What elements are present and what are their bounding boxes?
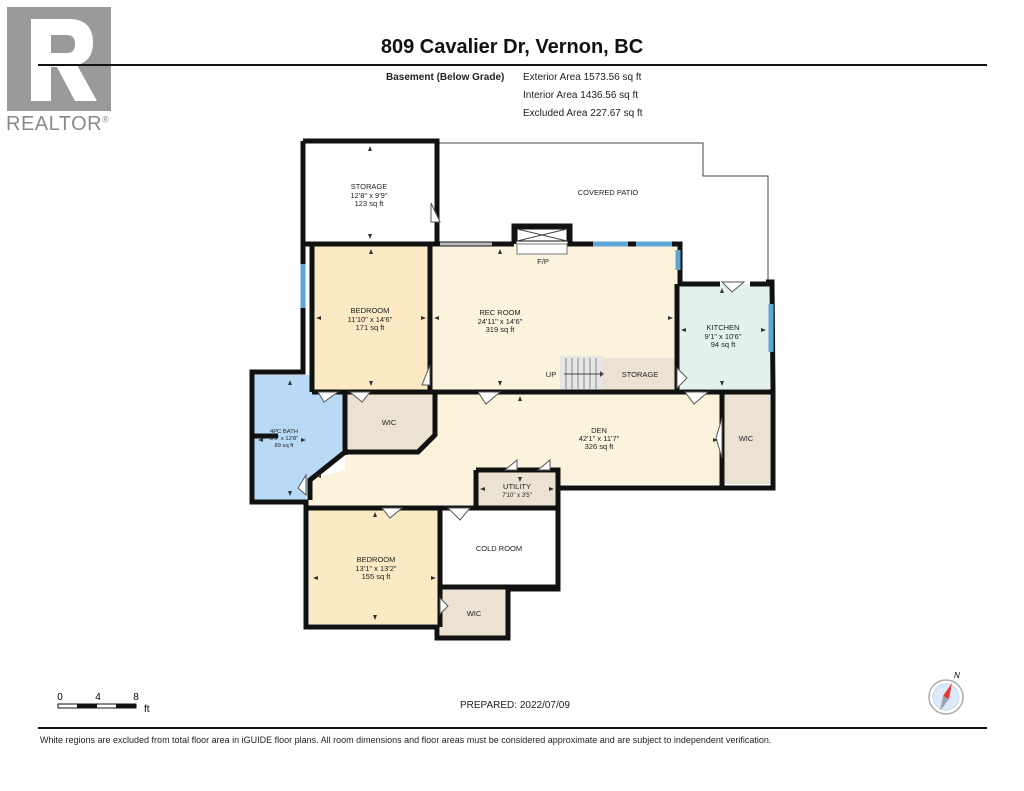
registered-mark: ® — [102, 114, 110, 125]
scale-bar: 0 4 8 ft — [57, 692, 150, 715]
bedroom-1-area-text: 171 sq ft — [356, 323, 386, 332]
covered-patio-outline — [436, 142, 769, 281]
den-area — [345, 392, 722, 508]
storage-name: STORAGE — [351, 182, 388, 191]
wic-3-area — [440, 589, 506, 639]
den-dims: 42'1" x 11'7" — [579, 434, 620, 443]
footer-divider — [38, 727, 987, 729]
scale-label-8: 8 — [133, 692, 139, 703]
bath-name: 4PC BATH — [270, 429, 298, 435]
utility-name: UTILITY — [503, 482, 531, 491]
bedroom-2-dims: 13'1" x 13'2" — [355, 564, 396, 573]
kitchen-dims: 9'1" x 10'6" — [705, 332, 742, 341]
stairs-label: UP — [546, 370, 556, 379]
bedroom-1-area — [312, 245, 430, 390]
storage-area: 123 sq ft — [355, 199, 385, 208]
level-label: Basement (Below Grade) — [386, 72, 505, 83]
storage-room — [305, 143, 435, 242]
bath-dims: 8'9" x 12'8" — [270, 436, 299, 442]
dimension-marks — [258, 146, 766, 620]
wic-2-label: WIC — [739, 434, 754, 443]
covered-patio-label: COVERED PATIO — [578, 188, 639, 197]
page-title: 809 Cavalier Dr, Vernon, BC — [380, 36, 644, 58]
cold-room-label: COLD ROOM — [476, 544, 522, 553]
kitchen-name: KITCHEN — [707, 323, 740, 332]
hearth — [516, 243, 568, 255]
storage-small-label: STORAGE — [622, 370, 659, 379]
kitchen-area-text: 94 sq ft — [711, 340, 737, 349]
utility-dims: 7'10" x 3'5" — [502, 493, 532, 499]
wic-1-area — [345, 392, 435, 452]
stairs-arrow-icon — [600, 371, 604, 377]
bedroom-2-name: BEDROOM — [357, 555, 396, 564]
disclaimer: White regions are excluded from total fl… — [40, 735, 772, 745]
prepared-date: PREPARED: 2022/07/09 — [460, 700, 570, 711]
wic-1-label: WIC — [382, 418, 397, 427]
scale-unit: ft — [144, 704, 150, 715]
den-area-text: 326 sq ft — [585, 442, 615, 451]
exterior-area: Exterior Area 1573.56 sq ft — [523, 72, 642, 83]
realtor-logo — [7, 7, 111, 111]
wic-3-label: WIC — [467, 609, 482, 618]
compass-north-label: N — [954, 671, 960, 680]
logo-word: REALTOR — [6, 113, 103, 135]
bedroom-1-name: BEDROOM — [351, 306, 390, 315]
rec-room-dims: 24'11" x 14'6" — [478, 317, 523, 326]
kitchen-area — [677, 284, 770, 389]
compass-icon: N — [928, 671, 964, 715]
bedroom-2-area — [309, 508, 440, 624]
scale-label-4: 4 — [95, 692, 101, 703]
bath-area-text: 89 sq ft — [274, 443, 293, 449]
header-divider — [38, 64, 987, 66]
wic-2-area — [724, 392, 770, 484]
doors — [297, 202, 746, 616]
excluded-area: Excluded Area 227.67 sq ft — [523, 108, 643, 119]
fireplace-label: F/P — [537, 257, 549, 266]
rec-room-name: REC ROOM — [479, 308, 520, 317]
storage-dims: 12'8" x 9'9" — [351, 191, 388, 200]
rec-room-area-text: 319 sq ft — [486, 325, 516, 334]
den-name: DEN — [591, 426, 607, 435]
bedroom-1-dims: 11'10" x 14'6" — [348, 315, 393, 324]
hall-area — [306, 470, 476, 505]
windows — [300, 241, 774, 352]
cold-room-area — [440, 510, 556, 587]
storage-small-area — [603, 358, 677, 390]
scale-label-0: 0 — [57, 692, 63, 703]
utility-area — [476, 472, 558, 507]
bedroom-2-area-text: 155 sq ft — [362, 572, 392, 581]
interior-area: Interior Area 1436.56 sq ft — [523, 90, 639, 101]
stair-treads — [564, 358, 600, 390]
realtor-r-icon — [31, 19, 97, 101]
